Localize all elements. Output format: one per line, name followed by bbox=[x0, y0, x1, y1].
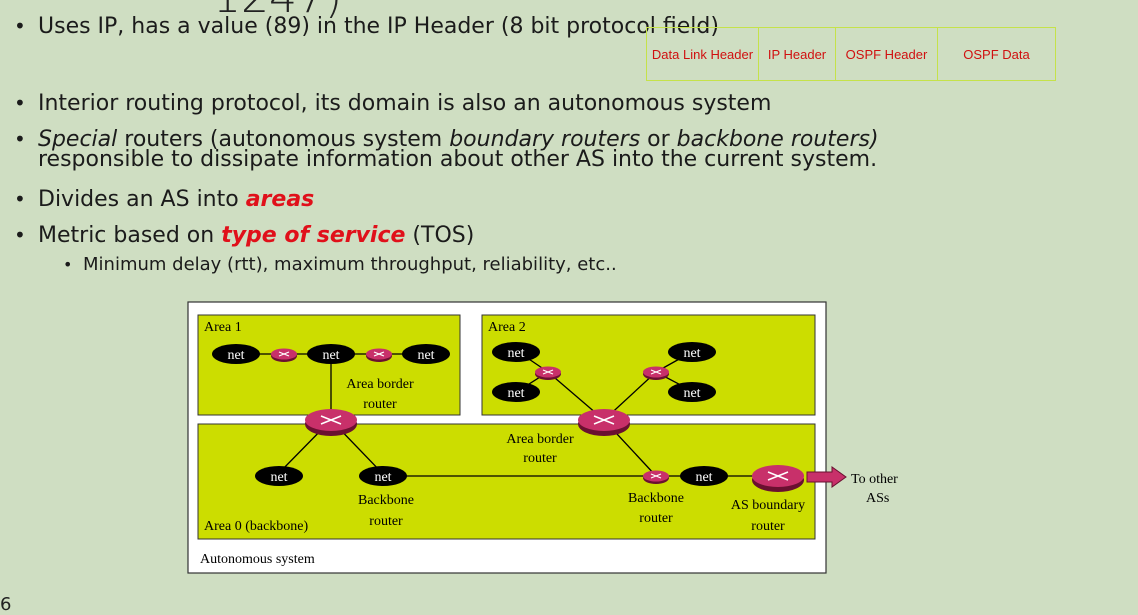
net-icon bbox=[255, 466, 303, 486]
area-border-router-label: Area border bbox=[346, 377, 414, 392]
router-icon bbox=[535, 366, 561, 380]
backbone-router-label: router bbox=[369, 514, 403, 529]
net-icon bbox=[359, 466, 407, 486]
bullet-text: Interior routing protocol, its domain is… bbox=[38, 91, 772, 116]
net-icon bbox=[680, 466, 728, 486]
net-icon bbox=[307, 344, 355, 364]
net-label: net bbox=[270, 470, 287, 485]
net-icon bbox=[492, 382, 540, 402]
backbone-router-label: Backbone bbox=[358, 493, 414, 508]
router-icon bbox=[271, 348, 297, 362]
area-border-router-icon bbox=[305, 409, 357, 436]
area-border-router-label: router bbox=[523, 451, 557, 466]
net-label: net bbox=[417, 348, 434, 363]
net-label: net bbox=[683, 386, 700, 401]
clipped-heading: 1247) bbox=[213, 0, 342, 20]
autonomous-system-label: Autonomous system bbox=[200, 552, 315, 567]
diagram-labels: Area 1 Area 2 Area 0 (backbone) Autonomo… bbox=[200, 320, 898, 567]
net-icon bbox=[668, 382, 716, 402]
bullet-dot-icon: • bbox=[14, 14, 26, 38]
net-label: net bbox=[507, 386, 524, 401]
bullet-dot-icon: • bbox=[14, 187, 26, 211]
bullet-dot-icon: • bbox=[63, 255, 73, 274]
bullet-dot-icon: • bbox=[14, 223, 26, 247]
router-icon bbox=[643, 470, 669, 484]
sub-bullet-text: Minimum delay (rtt), maximum throughput,… bbox=[83, 254, 617, 275]
backbone-router-label: router bbox=[639, 511, 673, 526]
area-border-router-icon bbox=[578, 409, 630, 436]
page-number: 6 bbox=[0, 594, 12, 615]
small-routers bbox=[271, 348, 669, 484]
net-label: net bbox=[507, 346, 524, 361]
net-icon bbox=[668, 342, 716, 362]
net-label: net bbox=[322, 348, 339, 363]
net-label: net bbox=[227, 348, 244, 363]
net-nodes bbox=[212, 342, 728, 486]
net-label: net bbox=[695, 470, 712, 485]
cell-ospf-data: OSPF Data bbox=[937, 27, 1056, 81]
area-border-router-label: router bbox=[363, 397, 397, 412]
as-boundary-router-label: AS boundary bbox=[731, 498, 805, 513]
net-label: net bbox=[683, 346, 700, 361]
net-icon bbox=[402, 344, 450, 364]
arrow-right-icon bbox=[806, 466, 847, 488]
net-icon bbox=[492, 342, 540, 362]
backbone-router-label: Backbone bbox=[628, 491, 684, 506]
bullet-text: Divides an AS into areas bbox=[38, 187, 315, 212]
as-boundary-router-icon bbox=[752, 465, 804, 492]
net-icon bbox=[212, 344, 260, 364]
area-0-label: Area 0 (backbone) bbox=[204, 519, 309, 534]
area-1-label: Area 1 bbox=[204, 320, 242, 335]
router-icon bbox=[643, 366, 669, 380]
bullet-dot-icon: • bbox=[14, 91, 26, 115]
router-icon bbox=[366, 348, 392, 362]
net-label: net bbox=[374, 470, 391, 485]
area-1-box bbox=[197, 314, 461, 416]
bullet-text-line2: responsible to dissipate information abo… bbox=[38, 147, 878, 172]
to-other-as-label: ASs bbox=[866, 491, 889, 506]
large-routers bbox=[305, 409, 804, 492]
packet-header-table: Data Link Header IP Header OSPF Header O… bbox=[646, 27, 1056, 81]
to-other-as-label: To other bbox=[851, 472, 898, 487]
area-2-box bbox=[481, 314, 816, 416]
bullet-text: Uses IP, has a value (89) in the IP Head… bbox=[38, 14, 719, 39]
bullet-text: Special routers (autonomous system bound… bbox=[38, 127, 879, 152]
bullet-text: Metric based on type of service (TOS) bbox=[38, 223, 475, 248]
as-boundary-router-label: router bbox=[751, 519, 785, 534]
net-labels: net net net net net net net net net net bbox=[227, 346, 712, 485]
bullet-dot-icon: • bbox=[14, 127, 26, 151]
area-2-label: Area 2 bbox=[488, 320, 526, 335]
area-border-router-label: Area border bbox=[506, 432, 574, 447]
